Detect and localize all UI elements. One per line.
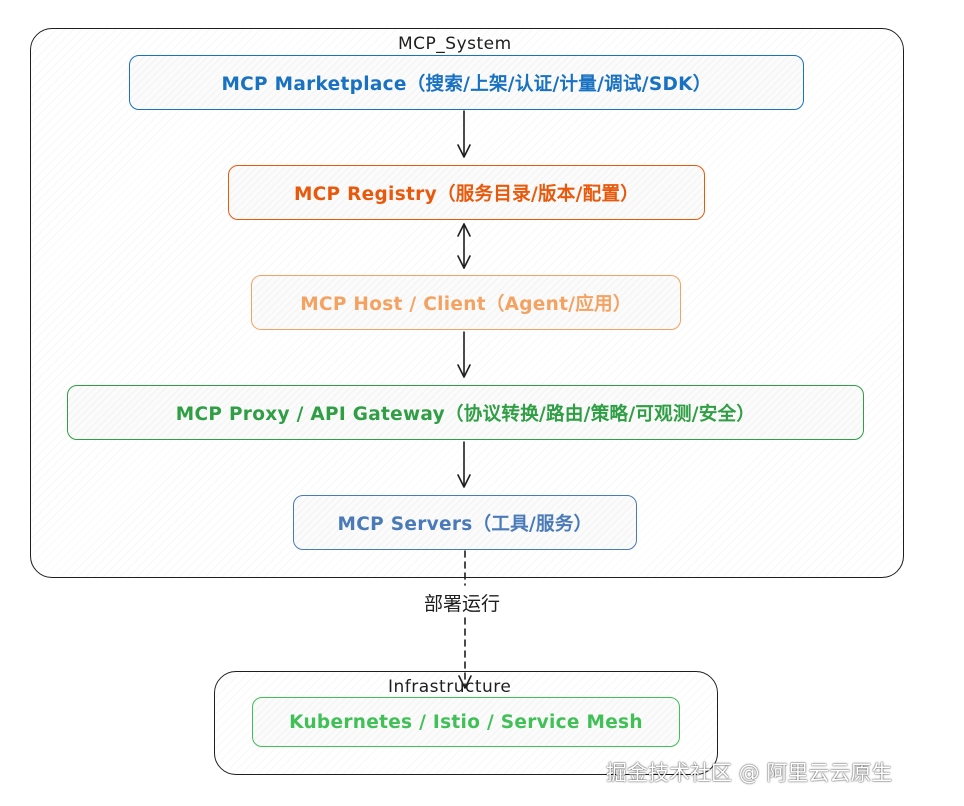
arrow-registry-host-bidirectional — [457, 223, 471, 269]
mcp-registry-label: MCP Registry（服务目录/版本/配置） — [293, 183, 640, 205]
infrastructure-title: Infrastructure — [388, 677, 512, 697]
mcp-marketplace-node: MCP Marketplace（搜索/上架/认证/计量/调试/SDK） — [129, 55, 804, 110]
watermark-text: 掘金技术社区 @ 阿里云云原生 — [606, 761, 893, 785]
mcp-proxy-gateway-node: MCP Proxy / API Gateway（协议转换/路由/策略/可观测/安… — [67, 385, 864, 440]
mcp-servers-label: MCP Servers（工具/服务） — [337, 513, 593, 535]
infra-stack-label: Kubernetes / Istio / Service Mesh — [289, 711, 643, 733]
mcp-host-client-node: MCP Host / Client（Agent/应用） — [251, 275, 681, 330]
mcp-marketplace-label: MCP Marketplace（搜索/上架/认证/计量/调试/SDK） — [221, 73, 712, 95]
mcp-registry-node: MCP Registry（服务目录/版本/配置） — [228, 165, 705, 220]
deploy-run-label: 部署运行 — [420, 589, 505, 616]
arrow-host-to-proxy — [457, 331, 471, 378]
mcp-proxy-gateway-label: MCP Proxy / API Gateway（协议转换/路由/策略/可观测/安… — [175, 403, 756, 425]
mcp-system-title: MCP_System — [398, 34, 512, 54]
mcp-servers-node: MCP Servers（工具/服务） — [293, 495, 637, 550]
arrow-marketplace-to-registry — [457, 110, 471, 158]
mcp-host-client-label: MCP Host / Client（Agent/应用） — [300, 293, 632, 315]
infra-stack-node: Kubernetes / Istio / Service Mesh — [252, 697, 680, 747]
arrow-servers-to-infrastructure — [458, 550, 472, 689]
arrow-proxy-to-servers — [457, 441, 471, 488]
